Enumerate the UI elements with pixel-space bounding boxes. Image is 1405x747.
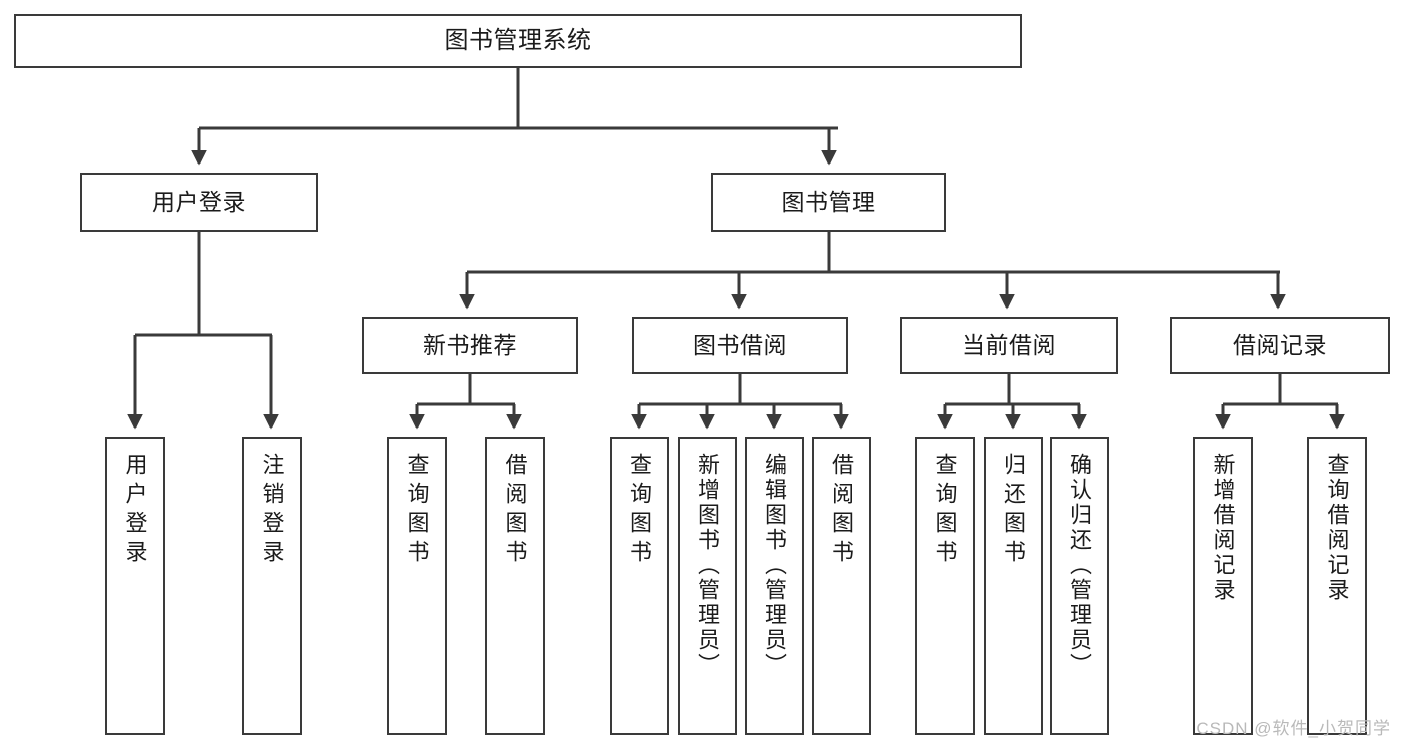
node-label: 确认归还（管理员） [1067, 453, 1093, 678]
node-book-management[interactable]: 图书管理 [711, 173, 946, 232]
node-leaf-borrow-book-1[interactable]: 借阅图书 [485, 437, 545, 735]
node-borrow-record[interactable]: 借阅记录 [1170, 317, 1390, 374]
node-label: 查询图书 [932, 453, 958, 569]
node-label: 用户登录 [122, 453, 148, 569]
node-label: 当前借阅 [962, 331, 1056, 358]
node-label: 查询图书 [404, 453, 430, 569]
node-leaf-add-record[interactable]: 新增借阅记录 [1193, 437, 1253, 735]
node-leaf-query-book-1[interactable]: 查询图书 [387, 437, 447, 735]
node-current-borrow[interactable]: 当前借阅 [900, 317, 1118, 374]
node-leaf-query-record[interactable]: 查询借阅记录 [1307, 437, 1367, 735]
node-leaf-borrow-book-2[interactable]: 借阅图书 [812, 437, 871, 735]
node-book-borrow[interactable]: 图书借阅 [632, 317, 848, 374]
node-root-book-management-system[interactable]: 图书管理系统 [14, 14, 1022, 68]
node-label: 注销登录 [259, 453, 285, 569]
node-leaf-edit-book[interactable]: 编辑图书（管理员） [745, 437, 804, 735]
node-label: 图书管理系统 [444, 26, 592, 54]
node-leaf-user-login[interactable]: 用户登录 [105, 437, 165, 735]
node-label: 借阅图书 [502, 453, 528, 569]
node-label: 用户登录 [152, 188, 246, 215]
node-label: 新增图书（管理员） [695, 453, 721, 678]
node-label: 编辑图书（管理员） [762, 453, 788, 678]
node-user-login[interactable]: 用户登录 [80, 173, 318, 232]
node-leaf-query-book-3[interactable]: 查询图书 [915, 437, 975, 735]
node-leaf-query-book-2[interactable]: 查询图书 [610, 437, 669, 735]
node-leaf-user-logout[interactable]: 注销登录 [242, 437, 302, 735]
node-leaf-confirm-return[interactable]: 确认归还（管理员） [1050, 437, 1109, 735]
node-new-book-recommend[interactable]: 新书推荐 [362, 317, 578, 374]
node-leaf-return-book[interactable]: 归还图书 [984, 437, 1043, 735]
node-label: 借阅图书 [829, 453, 855, 569]
node-label: 借阅记录 [1233, 331, 1327, 358]
node-label: 归还图书 [1001, 453, 1027, 569]
node-label: 新增借阅记录 [1210, 453, 1236, 603]
node-label: 查询图书 [627, 453, 653, 569]
node-label: 图书借阅 [693, 331, 787, 358]
node-leaf-add-book[interactable]: 新增图书（管理员） [678, 437, 737, 735]
node-label: 图书管理 [781, 188, 876, 215]
csdn-watermark: CSDN @软件_小贺同学 [1196, 719, 1391, 738]
node-label: 查询借阅记录 [1324, 453, 1350, 603]
node-label: 新书推荐 [423, 331, 517, 358]
